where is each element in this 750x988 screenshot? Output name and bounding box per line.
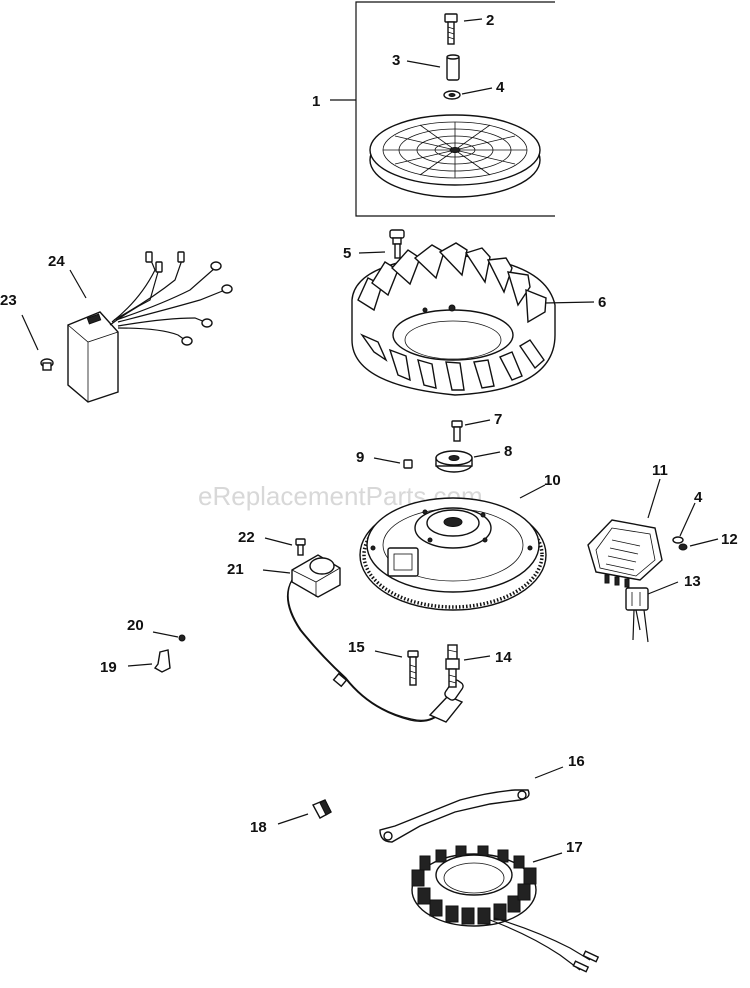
- mounting-hardware: [407, 644, 460, 688]
- callout-16: 16: [568, 753, 585, 770]
- leader-lines: [21, 18, 719, 863]
- callout-4-second: 4: [694, 489, 703, 506]
- callout-labels: 1 2 3 4 5 6 7 8 9 10 11 4 12 13 14 15 16…: [0, 12, 738, 856]
- callout-5: 5: [343, 245, 351, 262]
- callout-6: 6: [598, 294, 606, 311]
- rectifier-regulator: [587, 519, 688, 643]
- flywheel: [359, 497, 547, 611]
- callout-19: 19: [100, 659, 117, 676]
- wire-clip: [312, 799, 332, 819]
- fan-spacer-hardware: [403, 420, 473, 473]
- wire-bracket: [379, 789, 530, 843]
- callout-22: 22: [238, 529, 255, 546]
- callout-21: 21: [227, 561, 244, 578]
- callout-3: 3: [392, 52, 400, 69]
- callout-10: 10: [544, 472, 561, 489]
- callout-9: 9: [356, 449, 364, 466]
- ignition-coil: [286, 538, 464, 723]
- callout-24: 24: [48, 253, 65, 270]
- callout-15: 15: [348, 639, 365, 656]
- ground-bracket: [153, 634, 186, 673]
- callout-2: 2: [486, 12, 494, 29]
- stator: [411, 845, 600, 973]
- callout-14: 14: [495, 649, 512, 666]
- callout-20: 20: [127, 617, 144, 634]
- callout-18: 18: [250, 819, 267, 836]
- callout-1: 1: [312, 93, 320, 110]
- callout-17: 17: [566, 839, 583, 856]
- callout-23: 23: [0, 292, 17, 309]
- callout-4: 4: [496, 79, 505, 96]
- callout-8: 8: [504, 443, 512, 460]
- grass-screen-group: [330, 1, 555, 217]
- flywheel-fan: [351, 229, 556, 396]
- callout-7: 7: [494, 411, 502, 428]
- callout-11: 11: [652, 462, 668, 479]
- callout-13: 13: [684, 573, 701, 590]
- callout-12: 12: [721, 531, 738, 548]
- ignition-module: [40, 251, 233, 403]
